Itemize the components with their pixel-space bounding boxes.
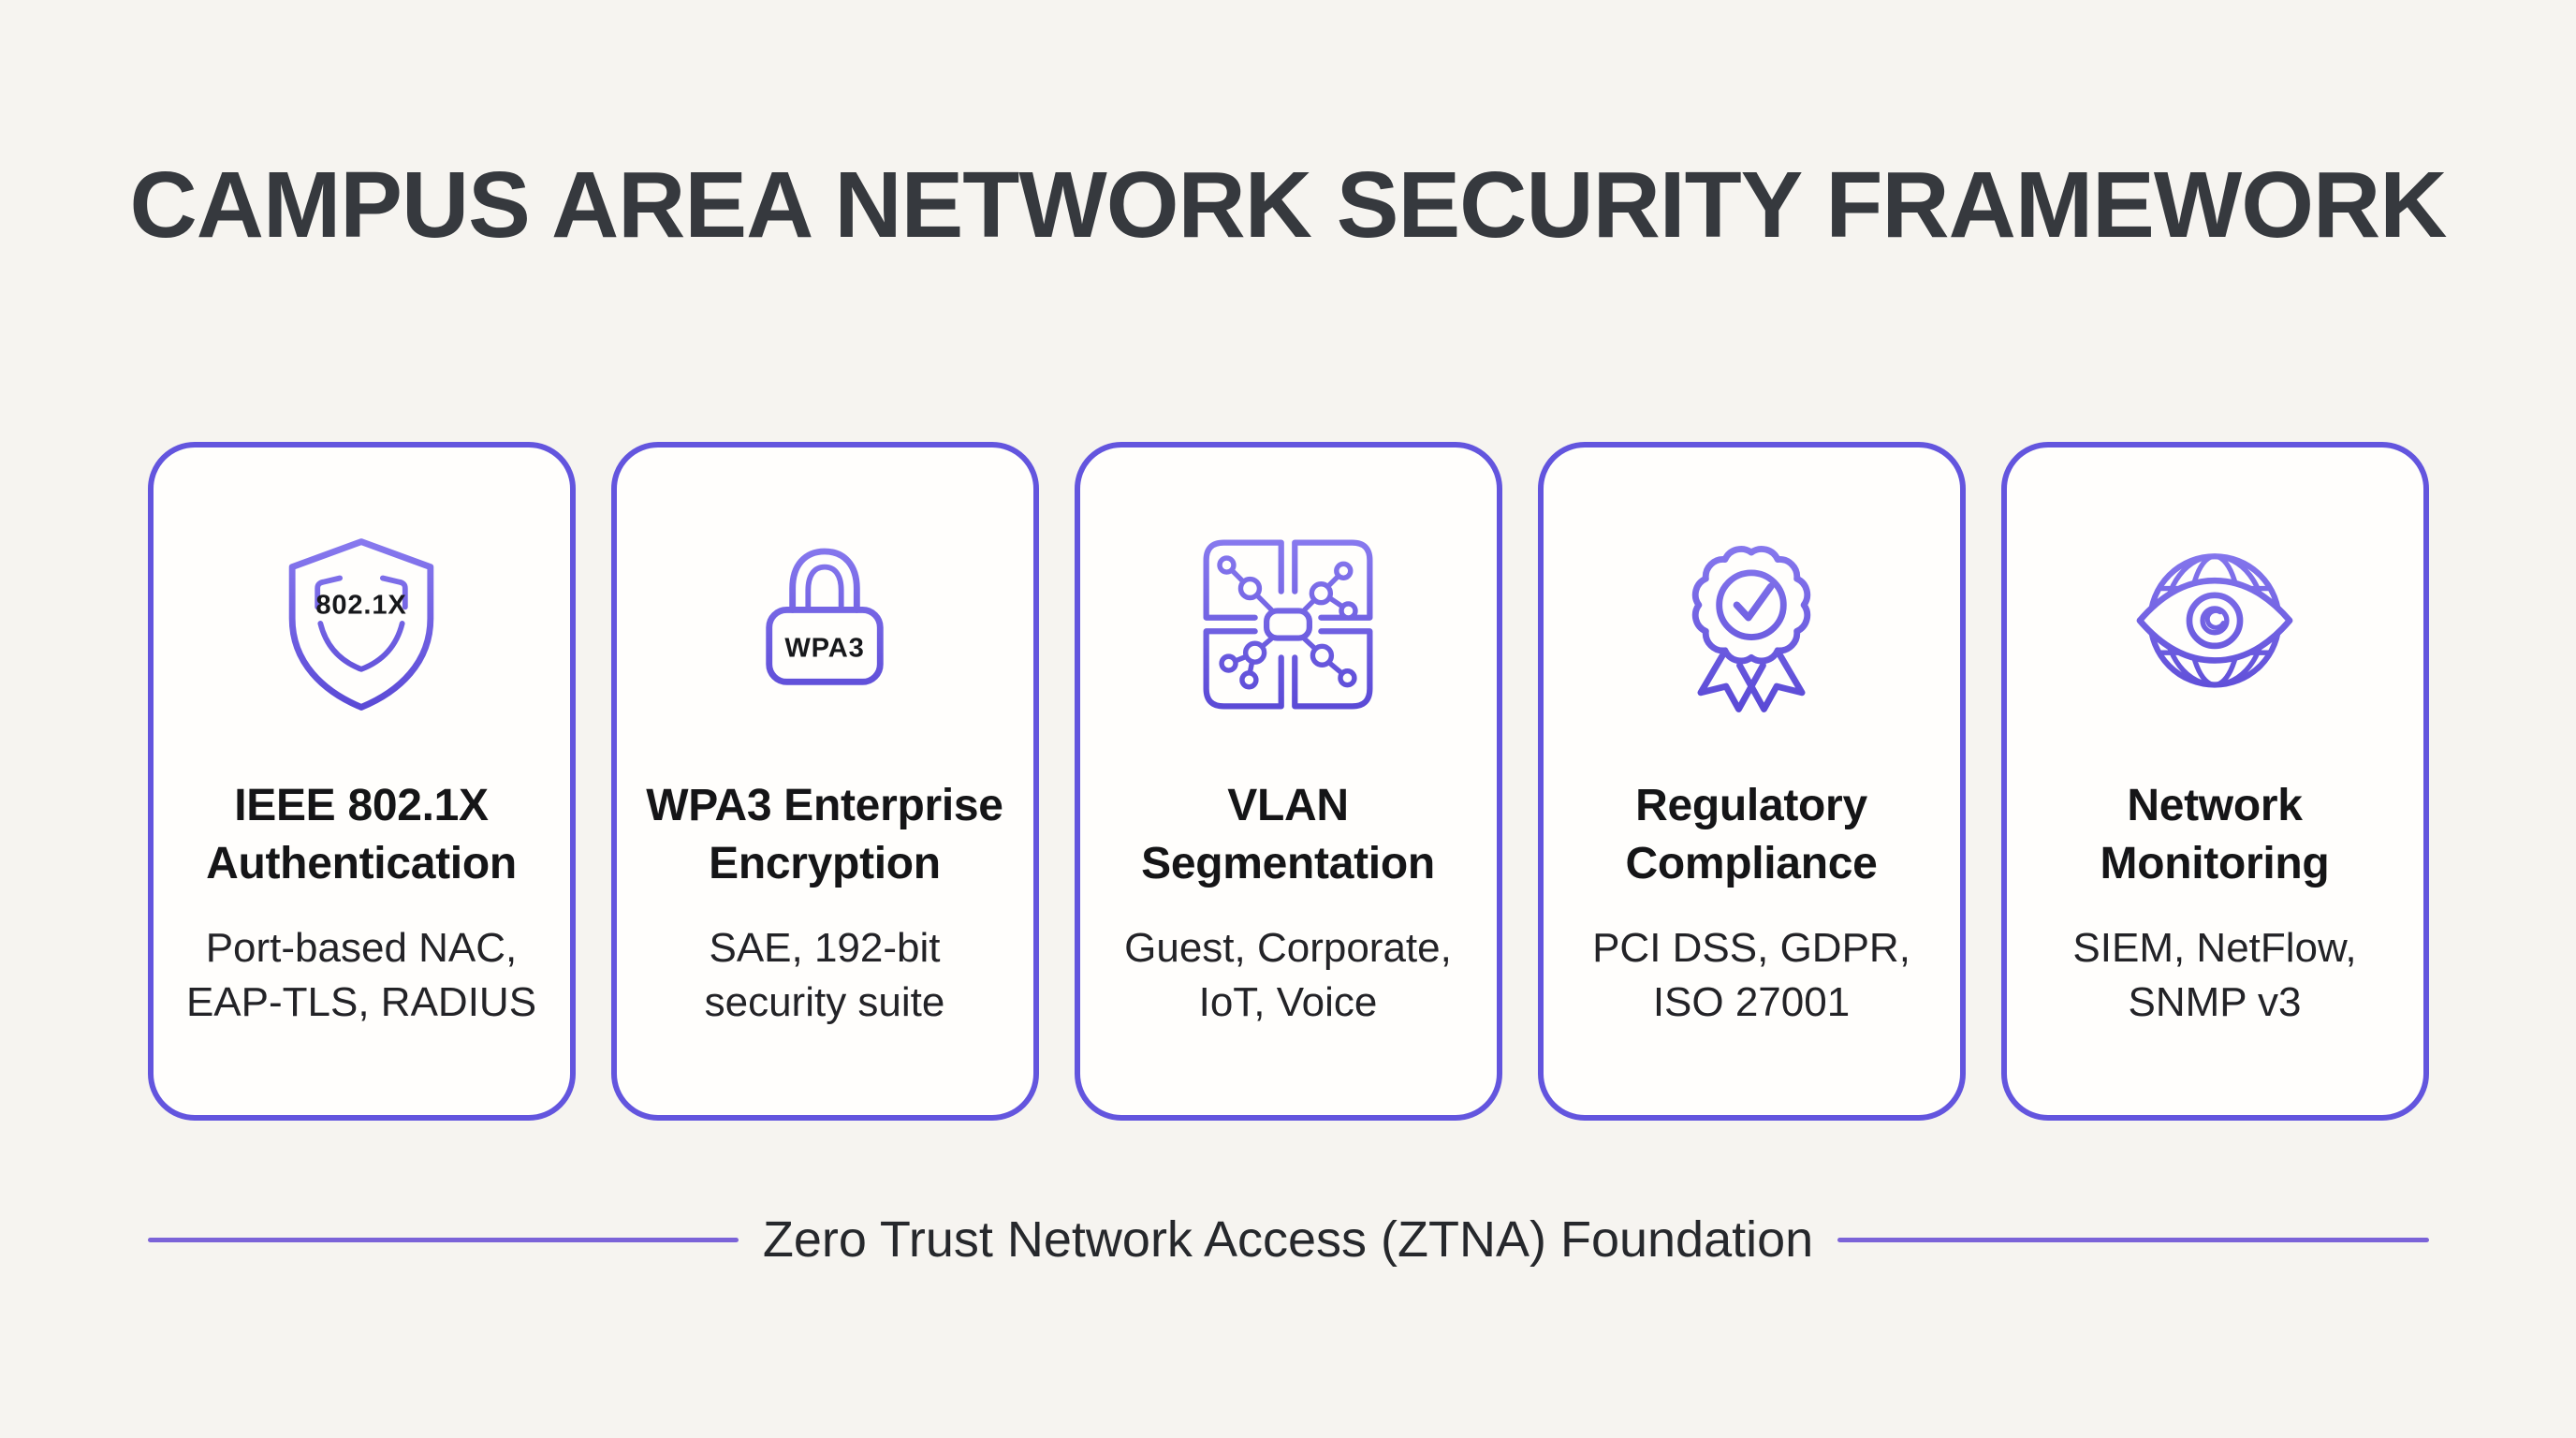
ztna-foundation-label: Zero Trust Network Access (ZTNA) Foundat… — [762, 1211, 1814, 1268]
card-title: Regulatory Compliance — [1625, 781, 1878, 888]
divider-line-right — [1837, 1237, 2429, 1242]
award-check-icon — [1691, 546, 1811, 712]
card-network-monitoring: Network Monitoring SIEM, NetFlow, SNMP v… — [2000, 442, 2429, 1121]
card-title: VLAN Segmentation — [1141, 781, 1435, 888]
ztna-foundation-banner: Zero Trust Network Access (ZTNA) Foundat… — [147, 1211, 2429, 1269]
divider-line-left — [147, 1237, 739, 1242]
vlan-segmentation-icon — [1191, 526, 1385, 723]
card-regulatory-compliance: Regulatory Compliance PCI DSS, GDPR, ISO… — [1537, 442, 1966, 1121]
card-title: WPA3 Enterprise Encryption — [646, 781, 1003, 888]
shield-802-1x-icon: 802.1X — [264, 526, 459, 723]
padlock-icon: WPA3 — [766, 548, 884, 685]
compliance-award-badge-icon — [1654, 526, 1849, 723]
network-segments-icon — [1203, 539, 1373, 710]
padlock-wpa3-icon: WPA3 — [727, 526, 922, 723]
feature-cards-row: 802.1X IEEE 802.1X Authentication Port-b… — [0, 442, 2576, 1121]
card-subtitle: SAE, 192-bit security suite — [704, 925, 945, 1025]
card-subtitle: PCI DSS, GDPR, ISO 27001 — [1592, 925, 1910, 1025]
card-title: IEEE 802.1X Authentication — [206, 781, 517, 888]
card-vlan-segmentation: VLAN Segmentation Guest, Corporate, IoT,… — [1074, 442, 1502, 1121]
card-wpa3-encryption: WPA3 WPA3 Enterprise Encryption SAE, 192… — [610, 442, 1039, 1121]
shield-icon: 802.1X — [288, 538, 434, 711]
card-subtitle: SIEM, NetFlow, SNMP v3 — [2072, 925, 2357, 1025]
monitoring-eye-globe-icon — [2117, 526, 2312, 723]
card-title: Network Monitoring — [2100, 781, 2330, 888]
card-subtitle: Port-based NAC, EAP-TLS, RADIUS — [185, 925, 537, 1025]
page-title: CAMPUS AREA NETWORK SECURITY FRAMEWORK — [129, 153, 2448, 257]
shield-icon-label: 802.1X — [315, 591, 406, 621]
eye-globe-icon — [2136, 553, 2293, 688]
card-subtitle: Guest, Corporate, IoT, Voice — [1124, 925, 1452, 1025]
card-ieee-8021x: 802.1X IEEE 802.1X Authentication Port-b… — [147, 442, 576, 1121]
padlock-icon-label: WPA3 — [784, 633, 864, 663]
